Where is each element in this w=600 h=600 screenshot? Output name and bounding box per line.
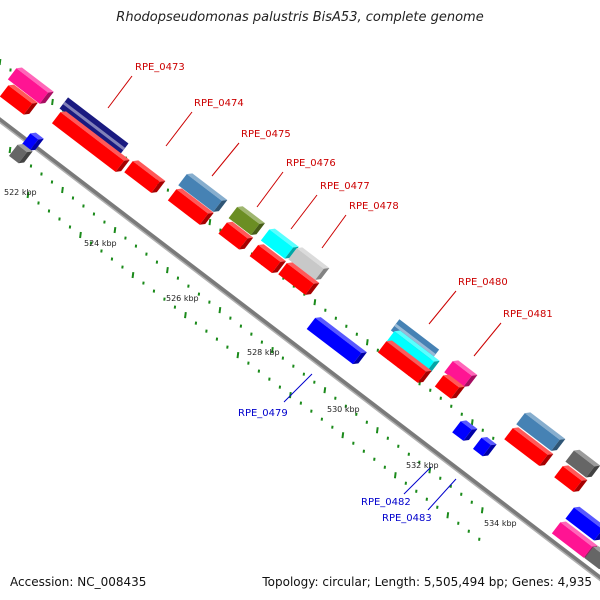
gene-label-RPE_0483[interactable]: RPE_0483 — [382, 513, 432, 524]
leader-line-RPE_0476 — [256, 171, 284, 208]
feature-magenta-left — [7, 67, 54, 104]
feature-red-a — [124, 160, 166, 193]
leader-line-RPE_0474 — [165, 111, 193, 147]
feature-red-h — [504, 427, 554, 466]
scale-label: 524 kbp — [84, 239, 117, 248]
gene-RPE_0483 — [472, 437, 497, 457]
gene-label-RPE_0482[interactable]: RPE_0482 — [361, 497, 411, 508]
genome-backbone — [0, 117, 600, 580]
gene-label-RPE_0476[interactable]: RPE_0476 — [286, 158, 336, 169]
topology-summary-text: Topology: circular; Length: 5,505,494 bp… — [262, 575, 592, 589]
scale-label: 528 kbp — [247, 348, 280, 357]
feature-gray-right — [565, 449, 600, 478]
gene-label-RPE_0477[interactable]: RPE_0477 — [320, 181, 370, 192]
leader-line-RPE_0473 — [107, 75, 133, 109]
tick-row-outer — [26, 191, 481, 541]
gene-label-RPE_0478[interactable]: RPE_0478 — [349, 201, 399, 212]
scale-label: 532 kbp — [406, 461, 439, 470]
gene-RPE_0475 — [178, 173, 228, 212]
accession-text: Accession: NC_008435 — [10, 575, 147, 589]
scale-labels: 522 kbp 524 kbp 526 kbp 528 kbp 530 kbp 532 k… — [4, 188, 517, 528]
feature-red-g — [434, 374, 465, 399]
feature-red-f — [377, 340, 432, 383]
gene-RPE_0478 — [288, 247, 330, 280]
feature-red-b — [167, 188, 214, 225]
feature-red-c — [218, 221, 254, 250]
gene-features — [0, 67, 600, 570]
feature-steelblue-right — [516, 412, 566, 451]
gene-label-RPE_0479[interactable]: RPE_0479 — [238, 408, 288, 419]
feature-red-e — [278, 262, 320, 295]
leader-line-RPE_0479 — [283, 373, 313, 403]
gene-RPE_0480 — [390, 319, 440, 361]
gene-label-RPE_0481[interactable]: RPE_0481 — [503, 309, 553, 320]
feature-red-i — [554, 465, 588, 492]
leader-line-RPE_0480 — [428, 290, 457, 325]
leader-line-RPE_0477 — [290, 194, 318, 230]
scale-label: 526 kbp — [166, 294, 199, 303]
gene-label-RPE_0475[interactable]: RPE_0475 — [241, 129, 291, 140]
gene-RPE_0474 — [51, 111, 130, 172]
feature-red-d — [249, 244, 286, 274]
gene-RPE_0479 — [306, 317, 367, 365]
feature-gray-small-left — [8, 144, 33, 164]
gene-RPE_0482 — [452, 420, 478, 441]
leader-line-RPE_0478 — [321, 214, 347, 249]
gene-label-RPE_0473[interactable]: RPE_0473 — [135, 62, 185, 73]
leader-line-RPE_0483 — [427, 478, 457, 511]
scale-label: 534 kbp — [484, 519, 517, 528]
feature-red-left — [0, 84, 38, 115]
gene-RPE_0477 — [260, 228, 299, 259]
map-title: Rhodopseudomonas palustris BisA53, compl… — [116, 10, 484, 25]
feature-gray-corner — [584, 546, 600, 570]
gene-RPE_0476 — [228, 206, 265, 236]
scale-label: 522 kbp — [4, 188, 37, 197]
leader-line-RPE_0475 — [211, 142, 240, 177]
gene-label-RPE_0474[interactable]: RPE_0474 — [194, 98, 244, 109]
scale-label: 530 kbp — [327, 405, 360, 414]
leader-line-RPE_0481 — [473, 322, 502, 357]
gene-RPE_0473 — [59, 97, 129, 155]
gene-callouts: RPE_0473RPE_0474RPE_0475RPE_0476RPE_0477… — [107, 62, 553, 524]
genome-backbone-shadow — [0, 121, 600, 582]
gene-label-RPE_0480[interactable]: RPE_0480 — [458, 277, 508, 288]
leader-line-RPE_0482 — [403, 466, 432, 495]
gene-RPE_0481 — [444, 360, 478, 387]
